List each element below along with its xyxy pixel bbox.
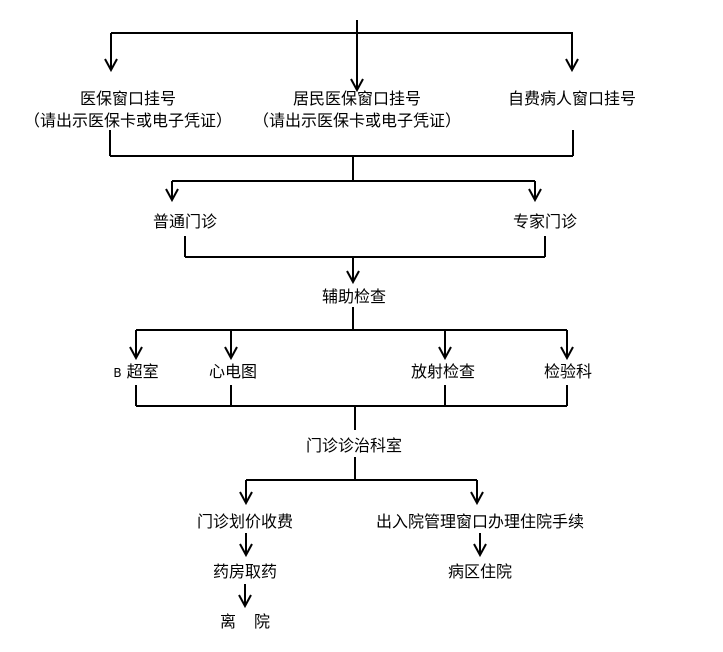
arrow-admission-head [470,491,484,506]
node-selfpay-registration: 自费病人窗口挂号 [508,88,636,110]
selfpay-window-label: 自费病人窗口挂号 [507,89,637,108]
node-specialist-clinic: 专家门诊 [512,212,578,231]
node-pharmacy: 药房取药 [212,562,278,581]
arrow-lab-head [560,346,574,361]
node-ecg: 心电图 [208,362,258,381]
b-prefix-label: B [113,366,122,380]
node-resident-registration: 居民医保窗口挂号 （请出示医保卡或电子凭证） [253,88,461,132]
arrow-specialist-head [528,188,542,203]
arrow-selfpay-head [565,58,579,73]
node-general-clinic: 普通门诊 [152,212,218,231]
arrow-ecg-head [224,346,238,361]
node-ultrasound: B 超室 [113,362,158,383]
arrow-general-head [165,188,179,203]
resident-window-note: （请出示医保卡或电子凭证） [252,111,462,130]
insurance-window-note: （请出示医保卡或电子凭证） [23,111,233,130]
arrow-pharmacy-head [239,543,253,558]
node-treatment-room: 门诊诊治科室 [305,436,403,455]
arrow-exam-head [346,270,360,285]
arrow-ultrasound-head [129,346,143,361]
arrow-billing-head [239,491,253,506]
insurance-window-label: 医保窗口挂号 [79,89,177,108]
node-lab: 检验科 [543,362,593,381]
node-leave-hospital: 离院 [220,612,270,632]
node-billing: 门诊划价收费 [196,512,294,531]
node-ward: 病区住院 [447,562,513,581]
leave-char-1: 离 [219,612,254,631]
arrow-insurance-head [104,58,118,73]
arrow-radiology-head [438,346,452,361]
resident-window-label: 居民医保窗口挂号 [292,89,422,108]
ultrasound-label: 超室 [126,362,159,381]
arrow-resident-head [350,78,364,93]
node-radiology: 放射检查 [410,362,476,381]
node-auxiliary-exam: 辅助检查 [321,287,387,306]
node-admission-procedure: 出入院管理窗口办理住院手续 [375,512,585,531]
node-insurance-registration: 医保窗口挂号 （请出示医保卡或电子凭证） [24,88,232,132]
leave-char-2: 院 [254,612,271,631]
arrow-ward-head [473,543,487,558]
arrow-leave-head [238,594,252,609]
